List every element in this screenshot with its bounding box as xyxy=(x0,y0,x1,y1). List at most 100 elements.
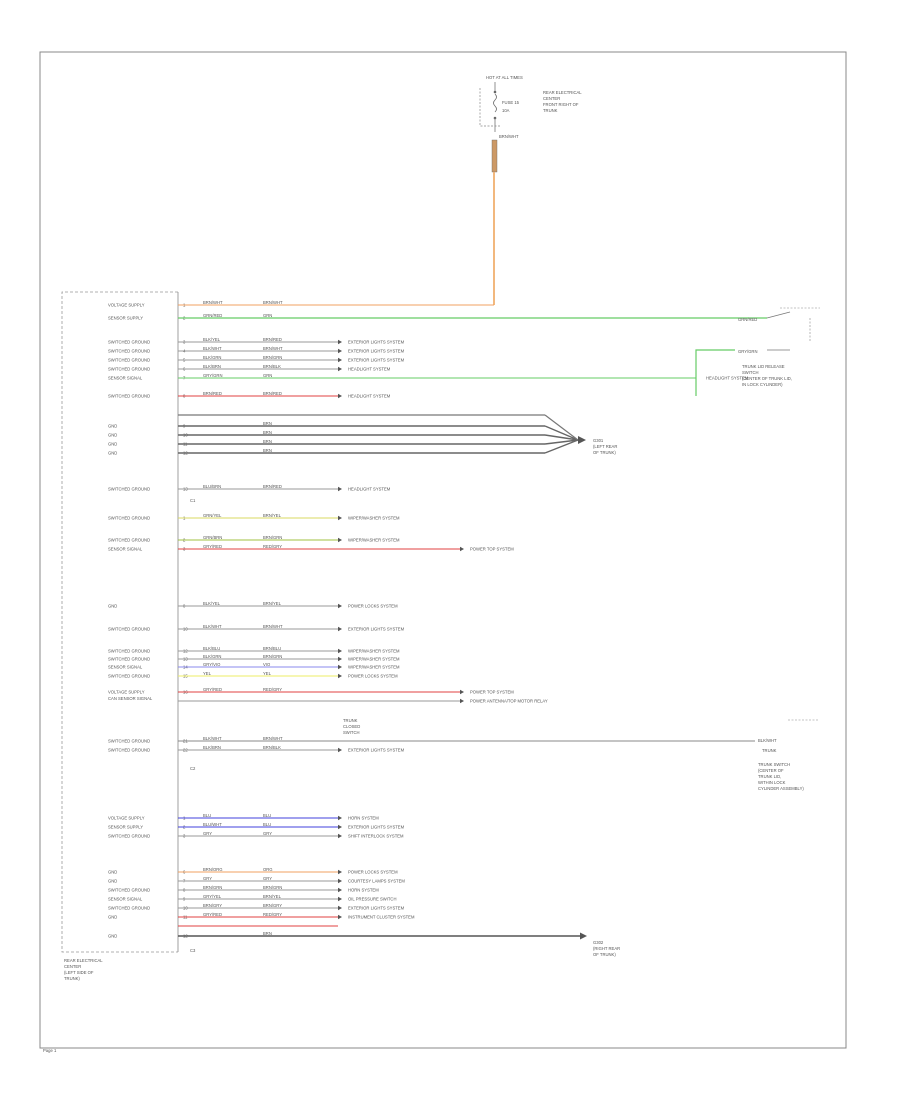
rg6-dest-2: SHIFT INTERLOCK SYSTEM xyxy=(348,834,404,839)
ground-1-label-1: (LEFT REAR xyxy=(593,444,617,449)
rg5-arrow-1 xyxy=(338,747,342,753)
ground-1-label-2: OF TRUNK) xyxy=(593,450,616,455)
trunk-lid-release-switch: GRN/RED GRY/GRN TRUNK LID RELEASE SWITCH… xyxy=(178,307,820,396)
g1-func-2: GND xyxy=(108,442,117,447)
rg6-func-2: SWITCHED GROUND xyxy=(108,834,150,839)
rg4-dest-1: EXTERIOR LIGHTS SYSTEM xyxy=(348,627,405,632)
fuse-rating: 10A xyxy=(502,108,510,113)
rg3-dest-2: POWER TOP SYSTEM xyxy=(470,547,514,552)
rg4-func-0: GND xyxy=(108,604,117,609)
rg7-wire-2: BRN/GRN xyxy=(203,885,222,890)
rg2-dest-0: HEADLIGHT SYSTEM xyxy=(348,487,391,492)
row-dest-2: EXTERIOR LIGHTS SYSTEM xyxy=(348,340,405,345)
rg5-note-1: CLOSED xyxy=(343,724,360,729)
rg3-wire-2: GRY/RED xyxy=(203,544,222,549)
row-func-2: SWITCHED GROUND xyxy=(108,340,150,345)
row-arrow-3 xyxy=(338,348,342,354)
rc1-label-3: IN LOCK CYLINDER) xyxy=(742,382,783,387)
rg4-wire2-2: BRN/BLU xyxy=(263,646,281,651)
rg4-wire2-3: BRN/GRN xyxy=(263,654,282,659)
rg7-dest-3: OIL PRESSURE SWITCH xyxy=(348,897,396,902)
rg4-arrow-0 xyxy=(338,603,342,609)
row-wire-4: BLK/GRN xyxy=(203,355,221,360)
ground-2-label-1: (RIGHT REAR xyxy=(593,946,620,951)
rg5-wire-1: BLK/BRN xyxy=(203,745,221,750)
page-footer: Page 1 xyxy=(43,1048,57,1053)
rg3-wire2-1: BRN/GRN xyxy=(263,535,282,540)
row-dest-3: EXTERIOR LIGHTS SYSTEM xyxy=(348,349,405,354)
rg7-dest-1: COURTESY LAMPS SYSTEM xyxy=(348,879,405,884)
row-wire-2: BLK/YEL xyxy=(203,337,221,342)
rg4-wire-6: GRY/RED xyxy=(203,687,222,692)
rg7-wire-0: BRN/ORG xyxy=(203,867,223,872)
rg3-wire-0: GRN/YEL xyxy=(203,513,222,518)
rg6-arrow-2 xyxy=(338,833,342,839)
row-wire-0: BRN/WHT xyxy=(203,300,223,305)
row-func-6: SENSOR SIGNAL xyxy=(108,376,143,381)
rg3-arrow-2 xyxy=(460,546,464,552)
rg4-arrow-4 xyxy=(338,664,342,670)
rg5-wire-0: BLK/WHT xyxy=(203,736,222,741)
rg7-wire-3: GRY/YEL xyxy=(203,894,222,899)
rg2-func-0: SWITCHED GROUND xyxy=(108,487,150,492)
rg6-arrow-1 xyxy=(338,824,342,830)
row-wire2-6: GRN xyxy=(263,373,272,378)
rg3-wire-1: GRN/BRN xyxy=(203,535,222,540)
ground-2-label-0: G302 xyxy=(593,940,604,945)
rg2-wire-0: BLU/BRN xyxy=(203,484,221,489)
g1-conv-top xyxy=(544,414,579,441)
rg7-wire-1: GRY xyxy=(203,876,212,881)
row-func-4: SWITCHED GROUND xyxy=(108,358,150,363)
rg2-arrow-0 xyxy=(338,486,342,492)
row-wire-7: BRN/RED xyxy=(203,391,222,396)
rg7-arrow-6 xyxy=(580,932,587,940)
rg4-dest-3: WIPER/WASHER SYSTEM xyxy=(348,657,400,662)
g1-conv-2 xyxy=(544,439,579,445)
row-wire-1: GRN/RED xyxy=(203,313,222,318)
row-func-5: SWITCHED GROUND xyxy=(108,367,150,372)
rc1-label-2: (CENTER OF TRUNK LID, xyxy=(742,376,792,381)
rg4-wire-0: BLK/YEL xyxy=(203,601,221,606)
rg7-dest-0: POWER LOCKS SYSTEM xyxy=(348,870,398,875)
rg4-arrow-2 xyxy=(338,648,342,654)
rg4-wire-4: GRY/VIO xyxy=(203,662,221,667)
g1-ground-arrow xyxy=(578,436,586,444)
rg4-func-1: SWITCHED GROUND xyxy=(108,627,150,632)
row-wire2-4: BRN/GRN xyxy=(263,355,282,360)
g1-wire-1: BRN xyxy=(263,430,272,435)
row-wire2-3: BRN/WHT xyxy=(263,346,283,351)
rc1-label-0: TRUNK LID RELEASE xyxy=(742,364,785,369)
rc2-wire-b: TRUNK xyxy=(762,748,777,753)
rc2-label-1: (CENTER OF xyxy=(758,768,784,773)
rg7-wire-4: BRN/GRY xyxy=(203,903,222,908)
rc1-wire-b: GRY/GRN xyxy=(738,349,757,354)
rc2-label-2: TRUNK LID, xyxy=(758,774,781,779)
rg7-wire2-1: GRY xyxy=(263,876,272,881)
row-arrow-4 xyxy=(338,357,342,363)
rg4-wire2-1: BRN/WHT xyxy=(263,624,283,629)
row-func-1: SENSOR SUPPLY xyxy=(108,316,143,321)
rg3-wire2-0: BRN/YEL xyxy=(263,513,282,518)
rg3-arrow-0 xyxy=(338,515,342,521)
rg6-wire-1: BLU/WHT xyxy=(203,822,222,827)
rg4-func-4: SENSOR SIGNAL xyxy=(108,665,143,670)
rg3-func-2: SENSOR SIGNAL xyxy=(108,547,143,552)
g1-func-3: GND xyxy=(108,451,117,456)
module-label-0: REAR ELECTRICAL xyxy=(64,958,103,963)
row-wire2-0: BRN/WHT xyxy=(263,300,283,305)
rg7-dest-4: EXTERIOR LIGHTS SYSTEM xyxy=(348,906,405,911)
rg6-wire-2: GRY xyxy=(203,831,212,836)
g1-conv-3 xyxy=(544,439,579,454)
rc2-label-3: WITHIN LOCK xyxy=(758,780,786,785)
rc2-label-4: CYLINDER ASSEMBLY) xyxy=(758,786,804,791)
rg3-arrow-1 xyxy=(338,537,342,543)
g1-wire-3: BRN xyxy=(263,448,272,453)
rg4-extra-dest: POWER ANTENNA/TOP MOTOR RELAY xyxy=(470,699,548,704)
row-wire-6: GRY/GRN xyxy=(203,373,222,378)
rg6-wire2-1: BLU xyxy=(263,822,271,827)
rg4-dest-5: POWER LOCKS SYSTEM xyxy=(348,674,398,679)
row-dest-5: HEADLIGHT SYSTEM xyxy=(348,367,391,372)
row-dest-4: EXTERIOR LIGHTS SYSTEM xyxy=(348,358,405,363)
